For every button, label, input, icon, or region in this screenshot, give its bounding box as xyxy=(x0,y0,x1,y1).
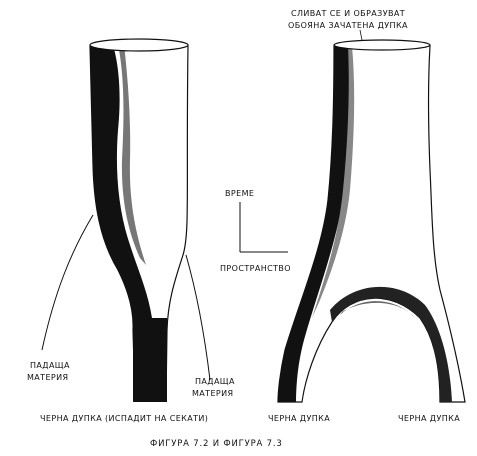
time-space-axes xyxy=(240,202,288,252)
label-falling-matter-left-2: МАТЕРИЯ xyxy=(27,373,68,382)
label-falling-matter-right-2: МАТЕРИЯ xyxy=(192,389,233,398)
label-top-right-line2: ОБОЯНА ЗАЧАТЕНА ДУПКА xyxy=(288,21,408,30)
left-black-hole-column xyxy=(133,318,167,402)
label-time: ВРЕМЕ xyxy=(225,189,254,198)
label-black-hole-2: ЧЕРНА ДУПКА xyxy=(398,414,460,423)
label-bottom-left: ЧЕРНА ДУПКА (ИСПАДИТ НА СЕКАТИ) xyxy=(40,414,208,423)
label-black-hole-1: ЧЕРНА ДУПКА xyxy=(268,414,330,423)
label-falling-matter-left-1: ПАДАЩА xyxy=(30,361,70,370)
label-top-right-line1: СЛИВАТ СЕ И ОБРАЗУВАТ xyxy=(291,9,405,18)
right-tube-top-rim xyxy=(334,40,430,50)
right-top-leader xyxy=(360,30,362,40)
label-space: ПРОСТРАНСТВО xyxy=(220,264,291,273)
left-matter-curve-left xyxy=(42,215,93,350)
left-tube-figure xyxy=(42,39,210,402)
left-matter-curve-right xyxy=(186,255,210,380)
label-falling-matter-right-1: ПАДАЩА xyxy=(195,377,235,386)
right-tube-figure xyxy=(278,30,465,402)
figure-caption: ФИГУРА 7.2 И ФИГУРА 7.3 xyxy=(150,439,283,449)
left-tube-top-rim xyxy=(90,39,188,51)
